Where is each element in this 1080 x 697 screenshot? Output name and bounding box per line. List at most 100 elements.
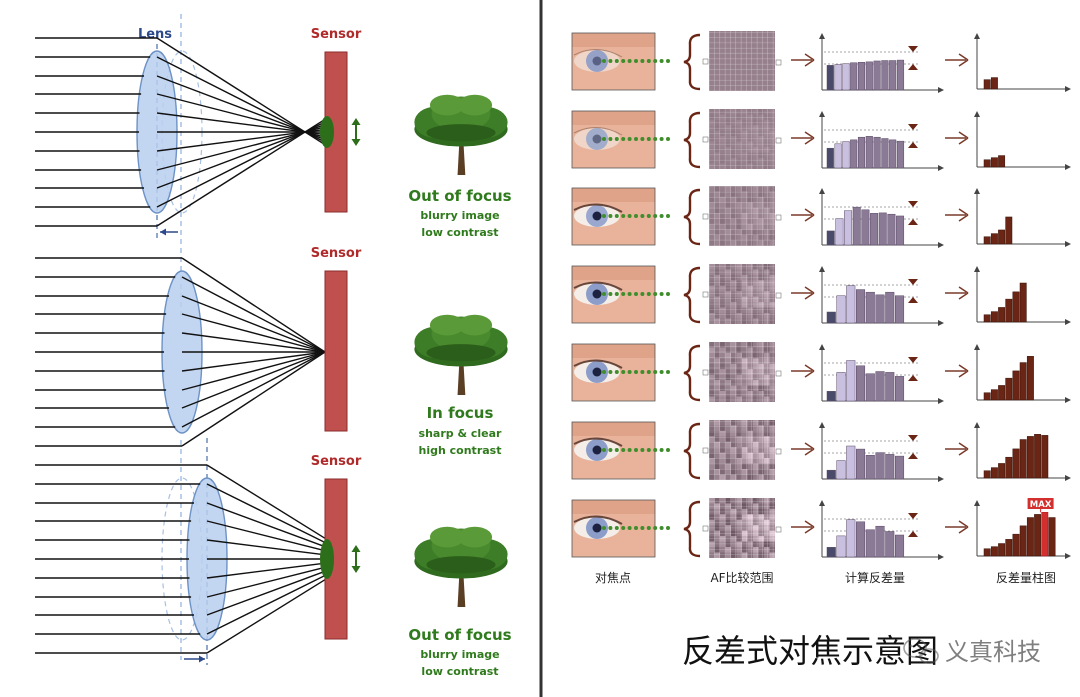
histogram-bar <box>983 470 991 479</box>
contrast-bar <box>873 136 881 169</box>
histogram-bar <box>983 314 991 323</box>
triangle-up-icon <box>908 219 918 225</box>
histogram-bar <box>998 307 1006 323</box>
right-arrow-icon <box>791 364 815 378</box>
max-badge <box>1027 498 1054 509</box>
contrast-bar <box>896 140 905 169</box>
contrast-bar <box>856 289 866 324</box>
focus-arrow-icon <box>351 545 361 573</box>
range-marker <box>775 59 782 66</box>
refracted-ray <box>206 502 326 548</box>
max-bar <box>1041 512 1049 557</box>
focus-point-dots <box>602 214 670 218</box>
contrast-bar <box>826 65 834 91</box>
histogram-bar <box>1019 525 1027 557</box>
af-pixel-grid <box>709 31 775 91</box>
contrast-bar <box>885 372 895 402</box>
contrast-bar <box>856 521 866 558</box>
contrast-chart <box>819 111 944 171</box>
contrast-bar <box>865 529 875 558</box>
contrast-bar <box>826 469 836 480</box>
range-marker <box>702 136 709 143</box>
histogram-bar <box>1041 435 1049 479</box>
histogram-bar <box>1005 377 1013 401</box>
contrast-bar <box>846 285 856 324</box>
histogram-bar <box>983 392 991 401</box>
refracted-ray <box>181 332 326 353</box>
right-arrow-icon <box>791 442 815 456</box>
focus-point-dots <box>602 59 670 63</box>
histogram-bar <box>1012 533 1020 557</box>
af-pixel-grid <box>709 109 775 169</box>
diagram-caption: 反差式对焦示意图 <box>682 632 938 670</box>
right-arrow-icon <box>945 520 969 534</box>
histogram-bar <box>998 385 1006 401</box>
contrast-bar <box>896 215 905 246</box>
refracted-ray <box>181 351 326 391</box>
histogram-bar <box>990 157 998 168</box>
triangle-down-icon <box>908 201 918 207</box>
refracted-ray <box>206 539 326 556</box>
range-marker <box>702 291 709 298</box>
contrast-histogram: MAX <box>974 498 1071 559</box>
contrast-bar <box>873 60 881 91</box>
contrast-bar <box>889 60 897 91</box>
histogram-bar <box>990 233 998 245</box>
brace-icon <box>683 500 701 558</box>
contrast-histogram <box>974 422 1071 481</box>
af-row <box>571 186 1071 248</box>
contrast-bar <box>850 139 858 169</box>
histogram-bar <box>1012 448 1020 479</box>
histogram-bar <box>1019 282 1027 323</box>
histogram-bar <box>983 548 991 557</box>
triangle-up-icon <box>908 375 918 381</box>
refracted-ray <box>181 351 326 409</box>
focus-line-2: low contrast <box>421 226 498 239</box>
right-arrow-icon <box>945 364 969 378</box>
sensor <box>324 270 348 432</box>
triangle-down-icon <box>908 435 918 441</box>
contrast-bar <box>896 59 905 91</box>
focus-line-1: blurry image <box>420 648 499 661</box>
sensor-label: Sensor <box>311 454 362 469</box>
right-arrow-icon <box>945 286 969 300</box>
shift-arrow-icon <box>160 228 178 236</box>
af-row <box>571 109 1071 171</box>
histogram-bar <box>998 463 1006 479</box>
refracted-ray <box>181 351 326 428</box>
histogram-bar <box>1012 370 1020 401</box>
range-marker <box>775 370 782 377</box>
triangle-up-icon <box>908 531 918 537</box>
column-label-af-range: AF比较范围 <box>710 570 773 585</box>
af-pixel-grid <box>709 342 775 402</box>
right-arrow-icon <box>791 131 815 145</box>
sensor-label: Sensor <box>311 246 362 261</box>
right-arrow-icon <box>945 131 969 145</box>
histogram-bar <box>1005 539 1013 557</box>
focus-line-1: sharp & clear <box>419 427 503 440</box>
refracted-ray <box>181 257 326 353</box>
refracted-ray <box>156 56 326 143</box>
optic-row: Sensor <box>35 246 362 447</box>
column-label-focus-point: 对焦点 <box>595 571 631 585</box>
refracted-ray <box>206 562 326 579</box>
focus-point-dots <box>602 370 670 374</box>
focus-title: Out of focus <box>408 187 511 205</box>
lens-label: Lens <box>138 27 172 42</box>
contrast-bar <box>842 141 850 169</box>
contrast-bar <box>878 212 887 246</box>
refracted-ray <box>156 37 326 146</box>
range-marker <box>775 292 782 299</box>
histogram-bar <box>990 467 998 479</box>
brace-icon <box>683 422 701 480</box>
right-arrow-icon <box>945 53 969 67</box>
contrast-bar <box>857 62 866 91</box>
right-arrow-icon <box>945 442 969 456</box>
histogram-bar <box>1005 456 1013 479</box>
range-marker <box>775 137 782 144</box>
contrast-bar <box>846 445 856 480</box>
af-row <box>571 342 1071 404</box>
af-pixel-grid <box>709 186 775 246</box>
eye-thumbnail <box>571 32 656 91</box>
